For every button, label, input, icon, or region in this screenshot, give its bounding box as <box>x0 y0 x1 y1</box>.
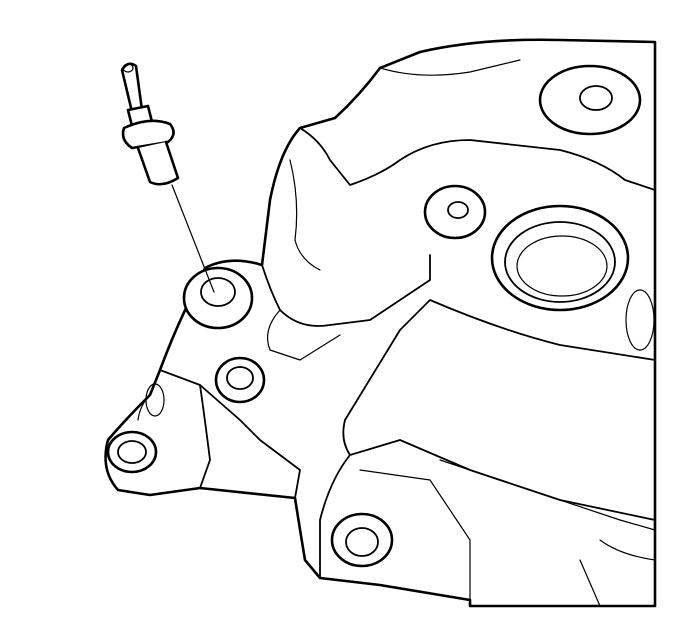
bolt-holes <box>106 64 655 568</box>
valve-cover <box>104 38 657 608</box>
stud-mount-grommet <box>182 266 254 330</box>
stud-fastener-icon <box>120 62 180 186</box>
leader-line <box>171 184 215 293</box>
